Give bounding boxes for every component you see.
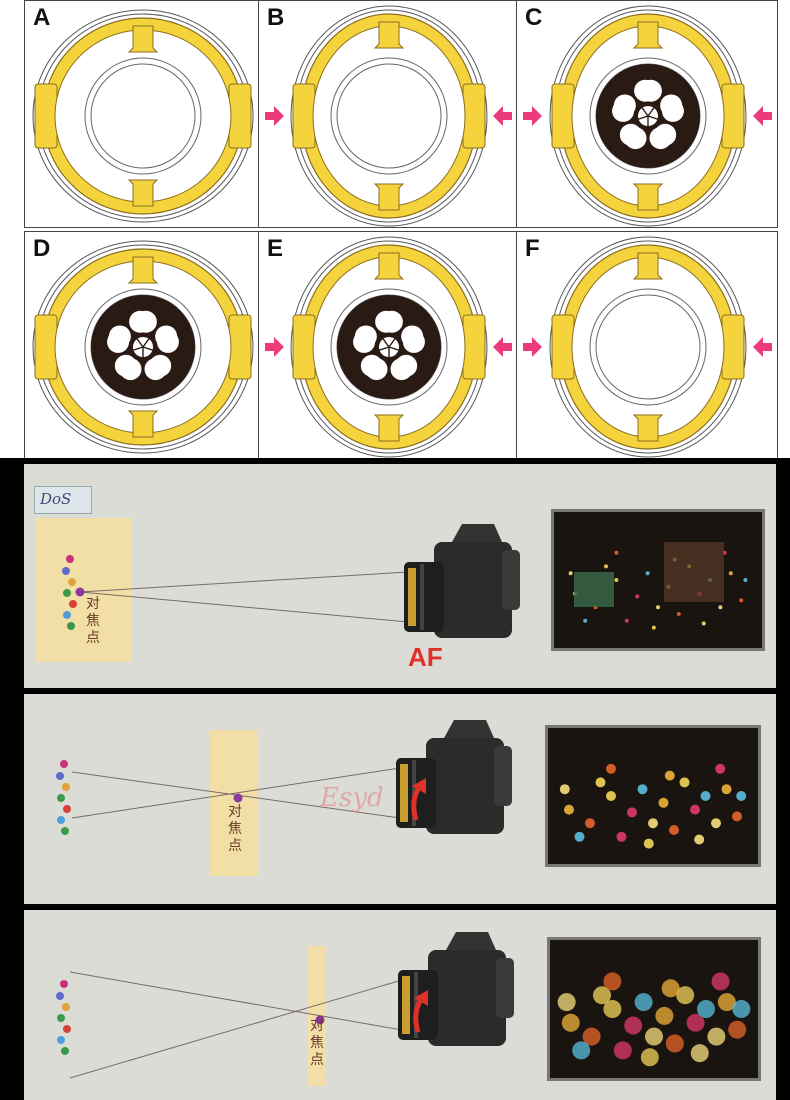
focus-point-label: 对焦点: [86, 596, 100, 646]
cell-label: C: [525, 4, 543, 31]
focus-point-label: 对焦点: [310, 1018, 324, 1068]
push-arrow-right-icon: [753, 337, 772, 357]
diagram-cell-f: F: [516, 231, 778, 459]
focus-point-dot: [315, 1015, 325, 1025]
push-arrow-left-icon: [523, 106, 542, 126]
sample-photo: [547, 937, 761, 1081]
ring-diagram: [265, 5, 512, 227]
subject-dots: [56, 760, 71, 835]
ring-diagram: [523, 5, 772, 227]
subject-dots: [56, 980, 71, 1055]
focus-illustration: 对焦点: [56, 932, 761, 1086]
af-label: AF: [408, 642, 443, 672]
ring-diagram: [265, 236, 512, 458]
flower-mask-icon: [596, 64, 700, 168]
focus-panel-focus-near: 对焦点: [24, 910, 776, 1100]
light-rays: [79, 571, 409, 623]
cell-label: A: [33, 4, 51, 31]
ring-diagram: [32, 240, 254, 454]
diagram-cell-e: E: [258, 231, 518, 459]
cell-label: D: [33, 235, 51, 262]
focus-point-dot: [75, 587, 85, 597]
brand-logo: DoS: [34, 486, 92, 514]
subject-dots: [62, 555, 77, 630]
sample-photo: [551, 509, 765, 651]
focus-panel-focus-shifted: 对焦点 Esyd: [24, 694, 776, 904]
cell-label: E: [267, 235, 284, 262]
flower-mask-icon: [337, 295, 441, 399]
lens-ring: [330, 57, 448, 175]
rotate-arrow-icon: [411, 778, 426, 821]
diagram-cell-d: D: [24, 231, 260, 459]
lens-ring: [84, 57, 202, 175]
light-rays: [69, 971, 403, 1079]
focus-explanation-panels: 对焦点 AF DoS 对焦点 Esyd 对焦点: [0, 458, 790, 1100]
ring-diagram: [32, 9, 254, 223]
lens-hood-diagram-grid: A B C D E F: [0, 0, 790, 470]
cell-label: B: [267, 4, 285, 31]
lens-ring: [589, 288, 707, 406]
ring-diagram: [523, 236, 772, 458]
push-arrow-right-icon: [493, 106, 512, 126]
focus-plane-bar: [210, 730, 258, 876]
push-arrow-right-icon: [753, 106, 772, 126]
push-arrow-left-icon: [265, 337, 284, 357]
focus-point-dot: [233, 793, 243, 803]
focus-point-label: 对焦点: [228, 804, 242, 854]
focus-illustration: 对焦点 Esyd: [56, 720, 761, 876]
cell-label: F: [525, 235, 540, 262]
rotate-arrow-icon: [413, 990, 428, 1033]
push-arrow-left-icon: [523, 337, 542, 357]
diagram-cell-c: C: [516, 0, 778, 228]
watermark-text: Esyd: [319, 783, 384, 813]
focus-panel-autofocus: 对焦点 AF DoS: [24, 464, 776, 688]
diagram-cell-b: B: [258, 0, 518, 228]
focus-illustration: 对焦点 AF: [36, 509, 765, 672]
sample-photo: [545, 725, 761, 867]
flower-mask-icon: [91, 295, 195, 399]
push-arrow-left-icon: [265, 106, 284, 126]
focus-plane-bar: [308, 946, 326, 1086]
camera-icon: [404, 524, 520, 638]
diagram-cell-a: A: [24, 0, 260, 228]
push-arrow-right-icon: [493, 337, 512, 357]
